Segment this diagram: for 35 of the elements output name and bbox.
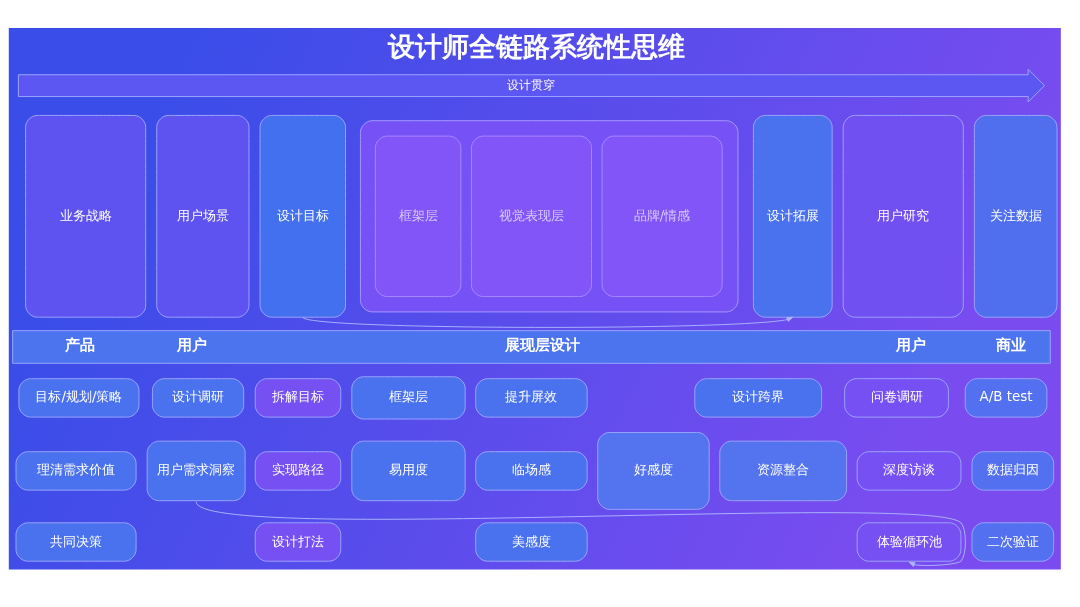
- node-box: 体验循环池: [856, 521, 962, 562]
- node-box: 用户研究: [842, 114, 964, 318]
- node-box: 目标/规划/策略: [18, 377, 140, 418]
- node-box: 用户需求洞察: [146, 440, 246, 501]
- diagram-title: 设计师全链路系统性思维: [387, 30, 685, 62]
- node-box: 美感度: [475, 521, 588, 562]
- cluster: [359, 119, 739, 312]
- arrow: [195, 500, 966, 567]
- node-box: 资源整合: [719, 440, 848, 501]
- node-box: 问卷调研: [844, 377, 949, 418]
- node-box: 理清需求价值: [15, 450, 137, 491]
- node-box: 数据归因: [971, 450, 1055, 491]
- node-box: 设计打法: [254, 521, 342, 562]
- node-box: 深度访谈: [856, 450, 962, 491]
- node-box: 设计拓展: [752, 114, 833, 318]
- node-box: A/B test: [964, 377, 1048, 418]
- node-box: 共同决策: [15, 521, 137, 562]
- node-box: 产品 用户 展现层设计 用户 商业: [12, 329, 1051, 364]
- node-box: 业务战略: [25, 114, 147, 318]
- node-box: 二次验证: [971, 521, 1055, 562]
- node-box: 品牌/情感: [601, 135, 723, 297]
- node-box: 实现路径: [254, 450, 342, 491]
- node-box: 视觉表现层: [470, 135, 592, 297]
- node-box: 拆解目标: [254, 377, 342, 418]
- node-box: 设计目标: [259, 114, 347, 318]
- node-box: 框架层: [351, 375, 466, 419]
- node-box: 框架层: [374, 135, 462, 297]
- node-box: 提升屏效: [475, 377, 588, 418]
- node-box: 设计调研: [151, 377, 245, 418]
- node-box: 设计跨界: [694, 377, 823, 418]
- node-box: 用户场景: [156, 114, 250, 318]
- node-box: 临场感: [475, 450, 588, 491]
- node-box: 关注数据: [973, 114, 1058, 318]
- node-box: 易用度: [351, 440, 466, 501]
- node-box: 好感度: [597, 431, 710, 510]
